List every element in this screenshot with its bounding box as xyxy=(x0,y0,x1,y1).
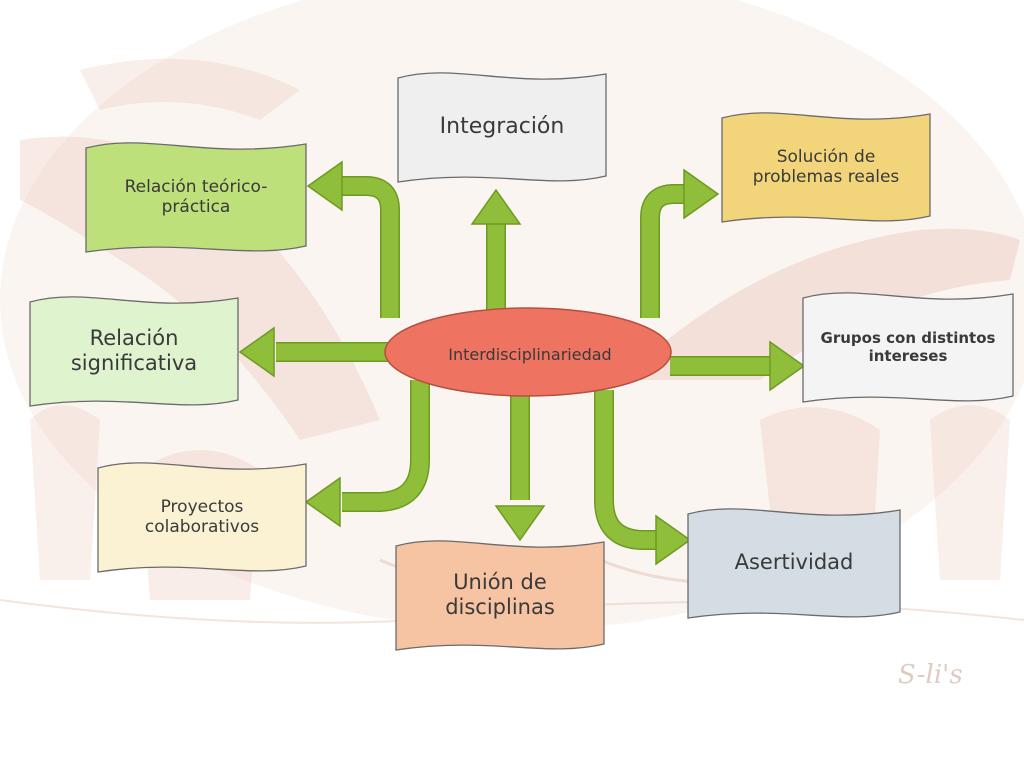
concept-node-solucion xyxy=(721,112,931,223)
arrow-to-proyectos xyxy=(304,380,430,528)
arrow-to-integracion xyxy=(470,188,522,310)
center-node xyxy=(384,307,672,397)
center-node-label: Interdisciplinariedad xyxy=(448,344,612,364)
concept-node-integracion xyxy=(397,72,607,183)
concept-node-significativa xyxy=(29,296,239,407)
concept-node-union xyxy=(395,540,605,651)
arrow-to-grupos xyxy=(670,340,806,392)
artist-signature: S-li's xyxy=(898,660,963,690)
concept-nodes xyxy=(29,72,1014,651)
connector-arrows xyxy=(238,160,806,566)
concept-node-asertividad xyxy=(687,508,901,619)
concept-node-grupos xyxy=(802,292,1014,403)
concept-node-teorico xyxy=(85,142,307,253)
arrow-to-asertividad xyxy=(594,390,692,566)
arrow-to-teorico xyxy=(306,160,400,318)
arrow-to-union xyxy=(494,396,546,542)
concept-node-proyectos xyxy=(97,462,307,573)
arrow-to-solucion xyxy=(640,168,720,318)
arrow-to-significativa xyxy=(238,326,388,378)
